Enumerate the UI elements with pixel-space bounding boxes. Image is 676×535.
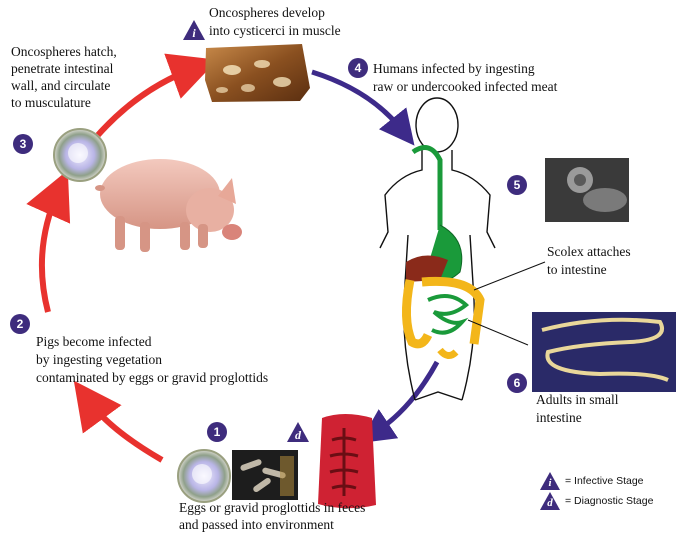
legend-infective-label: = Infective Stage — [565, 475, 644, 487]
egg-stage1-image — [178, 450, 230, 502]
egg-stage3-image — [54, 129, 106, 181]
caption-stage5-line1: Scolex attaches — [547, 244, 631, 260]
caption-stage4-line1: Humans infected by ingesting — [373, 61, 535, 77]
caption-stage1-line2: and passed into environment — [179, 517, 334, 533]
caption-stage2-line2: by ingesting vegetation — [36, 352, 162, 368]
caption-stage2-line3: contaminated by eggs or gravid proglotti… — [36, 370, 268, 386]
proglottids-image — [232, 450, 298, 500]
digestive-tract — [406, 148, 480, 356]
pig-image — [95, 159, 242, 252]
arrow-pig-to-hatch — [42, 192, 58, 312]
stage-1-badge: 1 — [207, 422, 227, 442]
gravid-proglottid-image — [318, 414, 376, 508]
stage-3-badge: 3 — [13, 134, 33, 154]
caption-stage3-line3: wall, and circulate — [11, 78, 110, 94]
caption-stage1-line1: Eggs or gravid proglottids in feces — [179, 500, 365, 516]
muscle-cysticerci-image — [205, 44, 310, 102]
legend-diagnostic-label: = Diagnostic Stage — [565, 495, 653, 507]
caption-stage3-line1: Oncospheres hatch, — [11, 44, 117, 60]
caption-stage3-line2: penetrate intestinal — [11, 61, 113, 77]
caption-stage5-line2: to intestine — [547, 262, 607, 278]
caption-stage4-line2: raw or undercooked infected meat — [373, 79, 557, 95]
caption-stage3-line4: to musculature — [11, 95, 91, 111]
arrow-eggs-to-pig — [88, 400, 162, 460]
arrow-human-to-feces — [376, 362, 437, 432]
scolex-image — [545, 158, 629, 222]
caption-stage2-line1: Pigs become infected — [36, 334, 151, 350]
stage-5-badge: 5 — [507, 175, 527, 195]
caption-top-line1: Oncospheres develop — [209, 5, 325, 21]
adult-tapeworm-image — [532, 312, 676, 392]
stage-4-badge: 4 — [348, 58, 368, 78]
leader-scolex — [474, 262, 545, 290]
stage-2-badge: 2 — [10, 314, 30, 334]
arrow-hatch-to-muscle — [98, 68, 195, 135]
caption-stage6-line1: Adults in small — [536, 392, 619, 408]
stage-6-badge: 6 — [507, 373, 527, 393]
caption-top-line2: into cysticerci in muscle — [209, 23, 341, 39]
caption-stage6-line2: intestine — [536, 410, 582, 426]
